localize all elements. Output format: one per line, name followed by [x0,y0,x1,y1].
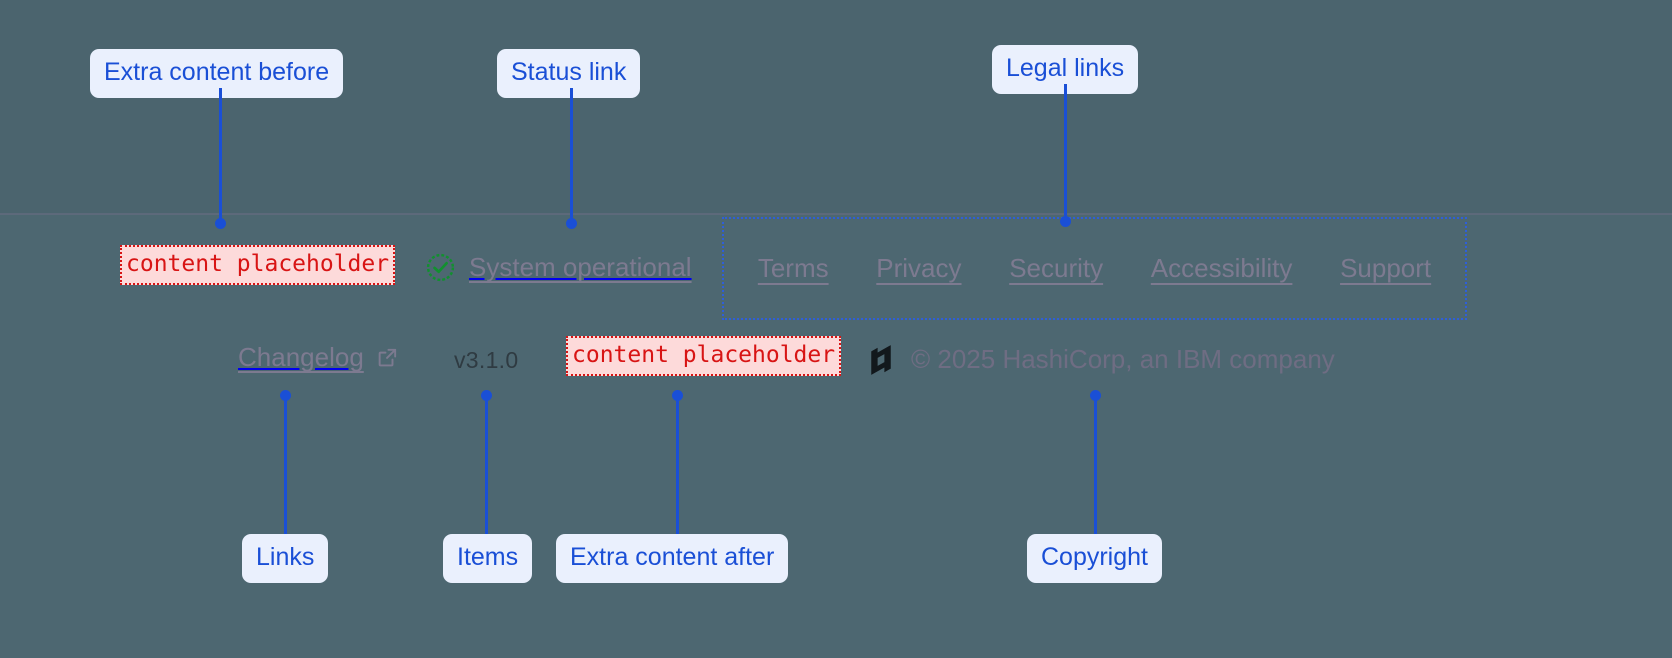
legal-links-region-outline [722,217,1467,320]
footer-upper-band [0,0,1672,214]
annotation-dot-legal-links [1060,216,1071,227]
hashicorp-logo [871,344,891,375]
annotation-dot-links [280,390,291,401]
extra-content-after-placeholder: content placeholder [566,336,842,376]
annotation-label-status-link: Status link [497,49,641,98]
annotation-dot-items [481,390,492,401]
changelog-link[interactable]: Changelog [238,342,399,373]
annotation-line-links [284,396,287,534]
changelog-label: Changelog [238,342,364,372]
annotation-label-links: Links [242,534,329,583]
external-link-icon [378,348,396,367]
annotation-line-extra-content-before [219,88,222,224]
extra-content-before-placeholder: content placeholder [120,245,396,285]
annotation-label-extra-content-before: Extra content before [90,49,344,98]
annotation-line-items [485,396,488,534]
status-link[interactable]: System operational [425,252,692,283]
annotation-label-copyright: Copyright [1027,534,1162,583]
status-link-label: System operational [469,252,692,282]
annotation-line-copyright [1094,396,1097,534]
footer-divider [0,213,1672,215]
legal-link-privacy[interactable]: Privacy [876,253,962,283]
legal-link-support[interactable]: Support [1340,253,1432,283]
annotation-label-extra-content-after: Extra content after [556,534,789,583]
annotation-dot-copyright [1090,390,1101,401]
copyright-text: © 2025 HashiCorp, an IBM company [911,344,1335,374]
annotation-line-status-link [570,88,573,224]
version-label: v3.1.0 [454,347,519,373]
legal-link-terms[interactable]: Terms [757,253,829,283]
annotation-dot-extra-content-before [215,218,226,229]
annotation-dot-extra-content-after [672,390,683,401]
copyright: © 2025 HashiCorp, an IBM company [866,344,1335,375]
check-circle-icon [426,253,455,282]
annotation-line-extra-content-after [676,396,679,534]
footer-lower-band [0,215,1672,658]
legal-links: Terms Privacy Security Accessibility Sup… [722,217,1467,320]
annotation-line-legal-links [1064,84,1067,221]
annotation-dot-status-link [566,218,577,229]
legal-link-accessibility[interactable]: Accessibility [1150,253,1293,283]
annotation-label-items: Items [443,534,533,583]
legal-link-security[interactable]: Security [1009,253,1104,283]
